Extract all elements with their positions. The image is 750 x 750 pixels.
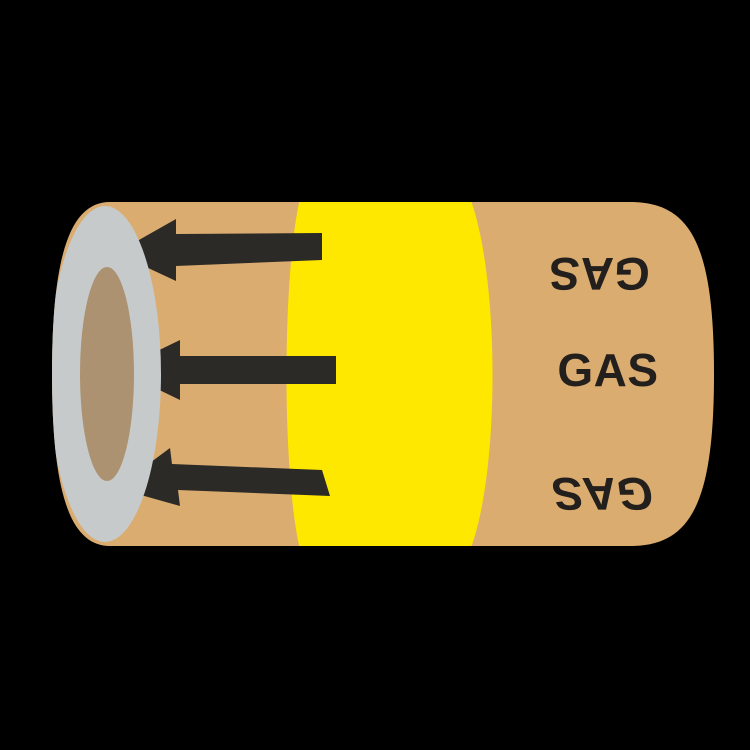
- letterbox-top: [0, 0, 750, 188]
- flow-arrow-middle: [118, 340, 336, 400]
- gas-label-middle: GAS: [557, 344, 658, 396]
- gas-label-top: GAS: [547, 248, 651, 300]
- pipe-open-end: [52, 206, 161, 542]
- flow-arrow-bottom: [116, 448, 330, 506]
- gas-label-bottom: GAS: [548, 468, 656, 520]
- flow-arrow-top: [116, 219, 322, 281]
- gas-label-bottom-text: GAS: [548, 468, 656, 520]
- letterbox-bottom: [0, 560, 750, 750]
- gas-label-middle-text: GAS: [557, 344, 658, 396]
- gas-label-top-text: GAS: [547, 248, 651, 300]
- pipe-body-group: GAS GAS GAS: [52, 202, 714, 546]
- yellow-identification-band: [286, 202, 493, 546]
- pipe-illustration: GAS GAS GAS: [0, 188, 750, 560]
- pipe-drawing: GAS GAS GAS: [0, 188, 750, 560]
- pipe-bore: [80, 267, 134, 481]
